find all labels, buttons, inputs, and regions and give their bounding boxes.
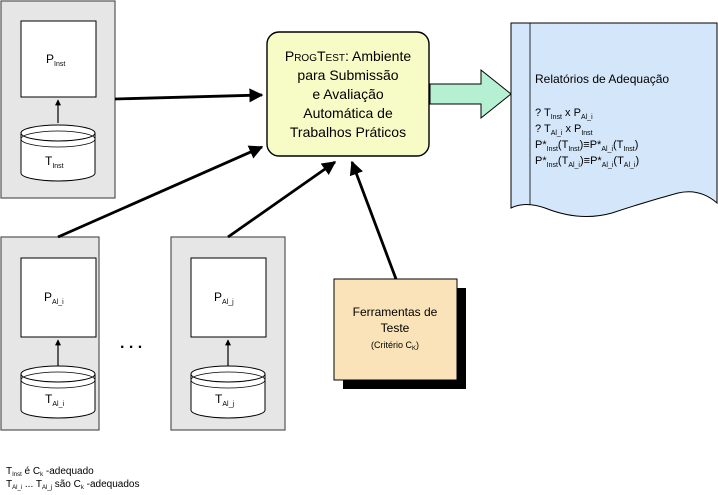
student-i-program-label: PAl_i — [44, 290, 64, 306]
progtest-panel — [266, 31, 430, 157]
progtest-line1: PROGTEST: Ambiente — [285, 48, 412, 64]
ellipsis-label: . . . — [120, 335, 142, 352]
test-tools-panel — [333, 278, 458, 381]
report-row-4: P*Inst(TAl_i)≡P*Al_i(TAl_i) — [535, 155, 639, 169]
student-i-program-box — [20, 257, 97, 338]
report-row-1: ? TInst x PAl_i — [535, 107, 593, 121]
report-document-shape — [510, 22, 718, 217]
student-j-panel: PAl_j TAl_j — [170, 236, 286, 431]
progtest-to-report-arrow — [429, 68, 512, 120]
progtest-line3: e Avaliação — [312, 86, 384, 102]
footnote-1: TInst é Ck -adequado — [6, 466, 94, 478]
student-i-panel: PAl_i TAl_i — [0, 236, 100, 431]
progtest-line2: para Submissão — [297, 67, 398, 83]
student-i-tests-label: TAl_i — [45, 392, 64, 408]
report-row-3: P*Inst(TInst)≡P*Al_i(TInst) — [535, 139, 638, 153]
instructor-tests-label: TInst — [45, 154, 64, 170]
instructor-panel: PInst TInst — [0, 0, 116, 199]
student-j-program-box — [190, 257, 267, 338]
instructor-program-box — [20, 20, 97, 98]
student-j-to-progtest-arrow — [227, 160, 337, 239]
test-tools-line2: Teste — [381, 321, 410, 335]
student-j-tests-cylinder — [190, 365, 266, 419]
student-j-tests-label: TAl_j — [215, 392, 234, 408]
instructor-tests-cylinder — [20, 124, 96, 182]
student-i-tests-cylinder — [20, 365, 96, 419]
progtest-box: PROGTEST: Ambiente para Submissão e Aval… — [266, 31, 430, 157]
test-tools-box: Ferramentas de Teste (Critério CK) — [333, 278, 466, 389]
instructor-program-label: PInst — [46, 52, 65, 68]
footnote-2: TAl_i ... TAl_j são Ck -adequados — [6, 479, 139, 491]
student-i-to-progtest-arrow — [57, 145, 264, 239]
test-tools-criterion: (Critério CK) — [371, 340, 419, 352]
instructor-to-progtest-arrow — [114, 88, 264, 103]
report-document: Relatórios de Adequação ? TInst x PAl_i … — [510, 22, 718, 217]
tools-to-progtest-arrow — [349, 160, 398, 280]
report-title: Relatórios de Adequação — [535, 72, 669, 86]
progtest-line5: Trabalhos Práticos — [290, 124, 406, 140]
report-row-2: ? TAl_i x PInst — [535, 123, 593, 137]
progtest-line4: Automática de — [303, 105, 393, 121]
student-j-program-label: PAl_j — [214, 290, 234, 306]
test-tools-line1: Ferramentas de — [353, 305, 438, 319]
